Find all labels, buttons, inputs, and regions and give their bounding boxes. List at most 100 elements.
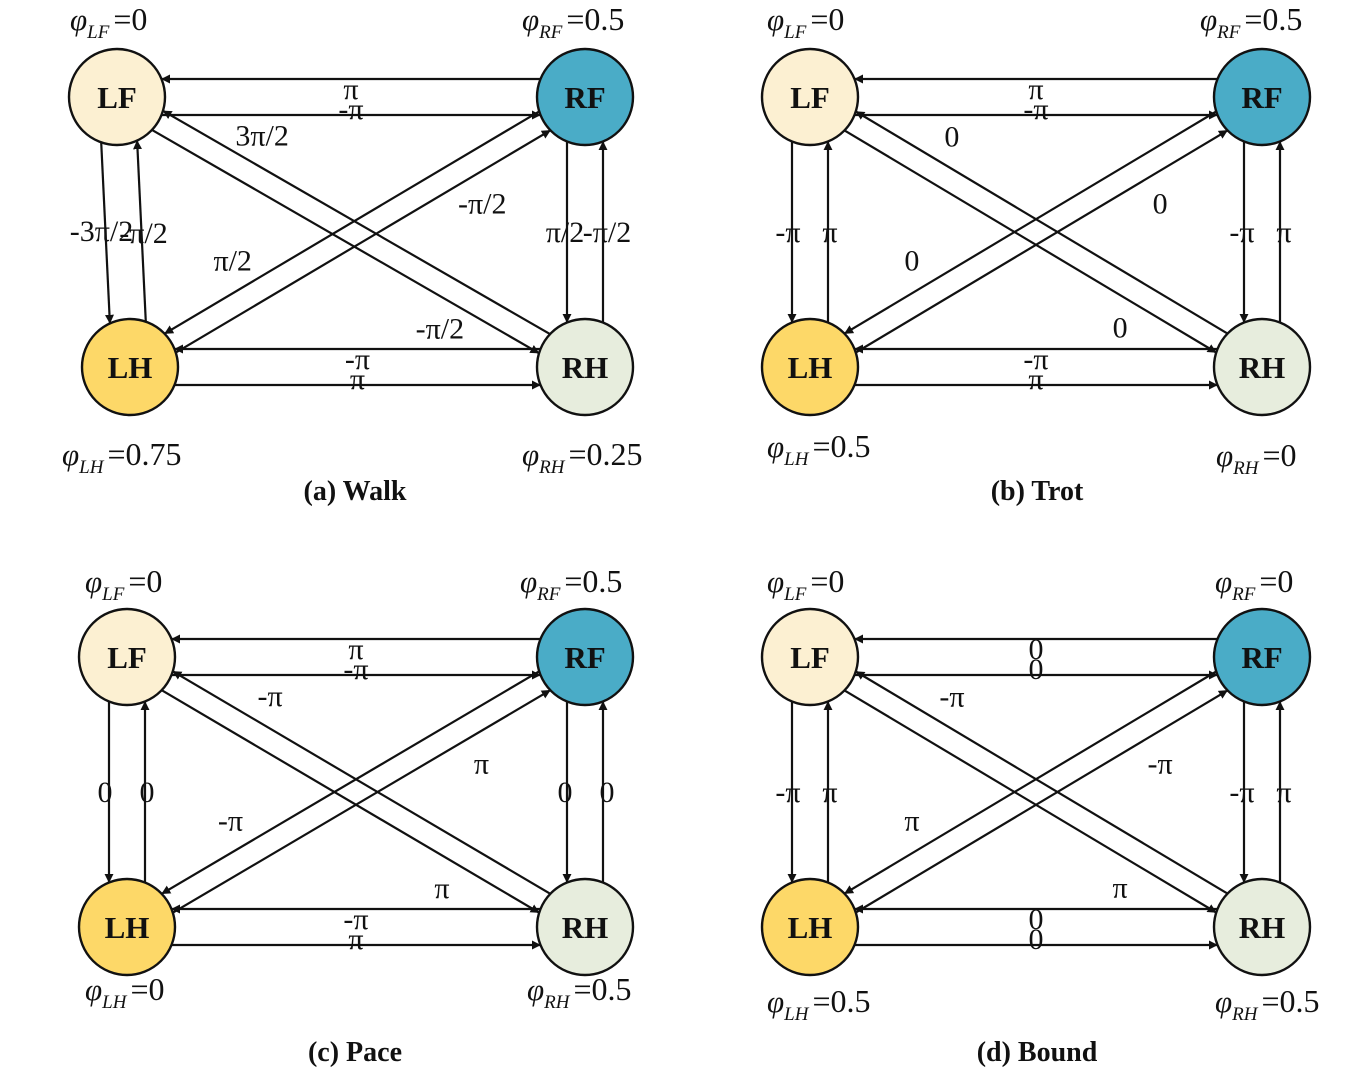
node-rf: RF [1212, 607, 1312, 707]
node-label: RF [564, 640, 605, 675]
edge-arrow [855, 670, 1229, 895]
node-rh: RH [1212, 317, 1312, 417]
node-circle [535, 47, 635, 147]
phase-label-rf: φRF=0.5 [522, 1, 624, 43]
edge-rf-to-lh: -π [161, 670, 540, 895]
edge-lf-to-rh: π [161, 689, 540, 914]
edge-rh-to-lh: π [174, 344, 541, 396]
edge-arrow [855, 689, 1229, 914]
edge-lh-to-lf: -π [775, 141, 833, 323]
edge-lf-to-lh: -π/2 [100, 142, 168, 324]
edge-label: 0 [1029, 903, 1044, 936]
edge-rf-to-lf: -π [161, 74, 541, 126]
edge-label: π [474, 747, 489, 780]
edge-label: 0 [140, 776, 155, 809]
phase-label-lf: φLF=0 [70, 1, 147, 43]
edge-label: -π [1148, 747, 1173, 780]
edge-label: π [1113, 872, 1128, 905]
edge-arrow [172, 670, 551, 895]
edge-label: -π/2 [458, 187, 506, 220]
edge-label: -π [343, 653, 368, 686]
edge-arrow [843, 110, 1217, 335]
node-rf: RF [535, 47, 635, 147]
node-label: LH [108, 350, 153, 385]
phase-label-rh: φRH=0.5 [1215, 983, 1320, 1025]
node-label: LH [105, 910, 150, 945]
edge-label: π [343, 73, 358, 106]
edge-rf-to-lh: π [843, 670, 1217, 895]
node-circle [535, 607, 635, 707]
panel-caption: (d) Bound [977, 1037, 1098, 1068]
node-circle [77, 877, 177, 977]
edge-label: -π [218, 805, 243, 838]
edge-label: -π [939, 680, 964, 713]
edge-rh-to-lf: 0 [855, 110, 1229, 335]
edge-rf-to-lh: 0 [843, 110, 1217, 335]
edge-label: -π/2 [119, 217, 167, 250]
edge-rh-to-lh: 0 [854, 904, 1218, 956]
edge-arrow [161, 689, 540, 914]
edge-label: -π [258, 680, 283, 713]
phase-label-lh: φLH=0.75 [62, 436, 182, 478]
edge-label: 0 [1153, 187, 1168, 220]
node-lf: LF [760, 607, 860, 707]
phase-label-lf: φLF=0 [85, 563, 162, 605]
edge-rh-to-rf: -π [1229, 141, 1285, 323]
node-rh: RH [535, 877, 635, 977]
node-label: LH [788, 350, 833, 385]
node-rh: RH [535, 317, 635, 417]
edge-arrow [855, 129, 1229, 354]
edge-label: π [1276, 776, 1291, 809]
edge-label: -π [1229, 776, 1254, 809]
edge-label: π [1028, 73, 1043, 106]
node-label: LF [97, 80, 137, 115]
edge-label: π [434, 872, 449, 905]
edge-label: π [348, 923, 363, 956]
edge-arrow [172, 689, 551, 914]
node-label: LF [790, 80, 830, 115]
edge-rf-to-lf: -π [171, 634, 541, 686]
edge-label: 0 [600, 776, 615, 809]
edge-rh-to-lh: π [171, 904, 541, 956]
edge-label: 0 [98, 776, 113, 809]
edge-label: π [904, 805, 919, 838]
edge-lh-to-lf: -π [775, 701, 833, 883]
edge-label: 0 [1029, 923, 1044, 956]
edge-arrow [151, 128, 540, 355]
node-lh: LH [760, 877, 860, 977]
phase-label-rh: φRH=0.25 [522, 436, 643, 478]
edge-lf-to-rh: 0 [843, 129, 1217, 354]
edge-rf-to-rh: -π/2 [562, 141, 631, 323]
edge-lh-to-rf: -π [855, 689, 1229, 914]
edge-arrow [843, 670, 1217, 895]
panel-caption: (b) Trot [991, 476, 1084, 507]
edge-arrow [164, 110, 540, 335]
node-label: LH [788, 910, 833, 945]
phase-label-rh: φRH=0 [1216, 437, 1297, 479]
edge-arrow [843, 129, 1217, 354]
edge-lf-to-lh: 0 [104, 701, 155, 883]
edge-lf-to-lh: π [787, 141, 838, 323]
edge-label: π/2 [213, 245, 251, 278]
edge-lf-to-lh: π [787, 701, 838, 883]
node-lf: LF [67, 47, 167, 147]
edge-label: -π/2 [416, 312, 464, 345]
edge-lh-to-rh: 0 [854, 903, 1218, 950]
edge-label: π [1028, 363, 1043, 396]
edge-label: 0 [558, 776, 573, 809]
node-lf: LF [77, 607, 177, 707]
node-rf: RF [1212, 47, 1312, 147]
edge-label: -π/2 [583, 216, 631, 249]
edge-rh-to-lf: -π [855, 670, 1229, 895]
edge-label: -π [775, 776, 800, 809]
edge-arrow [133, 140, 147, 322]
edge-label: -π [1023, 93, 1048, 126]
edge-lh-to-rf: π [172, 689, 551, 914]
node-circle [1212, 317, 1312, 417]
node-rf: RF [535, 607, 635, 707]
phase-label-lf: φLF=0 [767, 1, 844, 43]
edge-label: π [822, 216, 837, 249]
edge-lf-to-rh: π [843, 689, 1217, 914]
node-lh: LH [760, 317, 860, 417]
